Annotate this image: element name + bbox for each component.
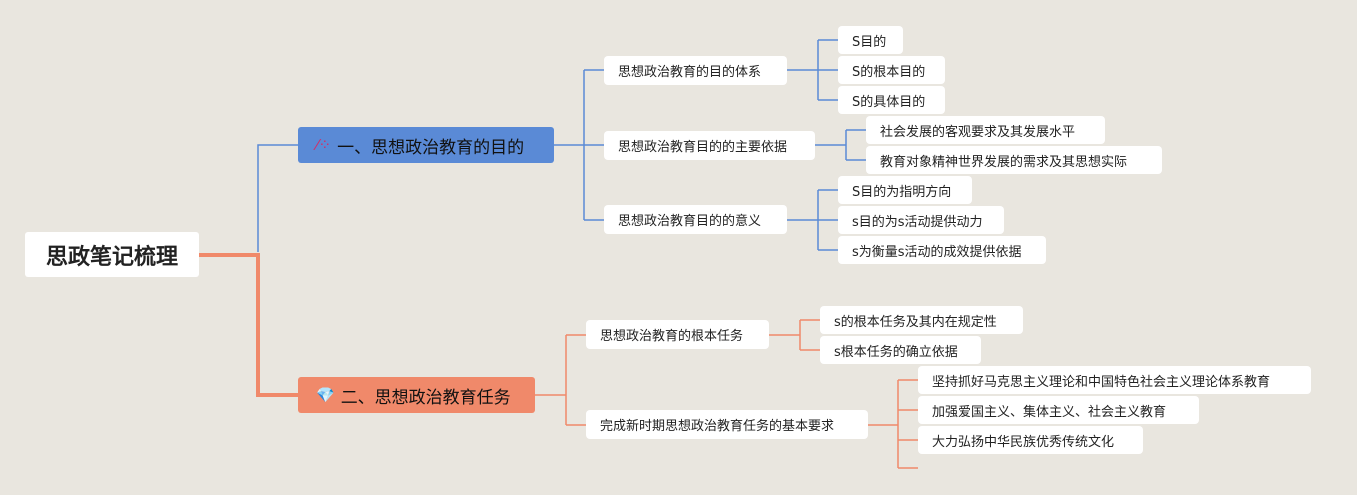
branch-purpose[interactable]: ⁄⁘ 一、思想政治教育的目的 — [298, 127, 554, 163]
leaf-node[interactable]: 坚持抓好马克思主义理论和中国特色社会主义理论体系教育 — [918, 366, 1311, 394]
leaf-node[interactable]: S目的 — [838, 26, 903, 54]
topic-node[interactable]: 思想政治教育的根本任务 — [586, 320, 769, 349]
leaf-node[interactable]: S目的为指明方向 — [838, 176, 972, 204]
diamond-icon: 💎 — [316, 386, 335, 404]
branch-tasks[interactable]: 💎 二、思想政治教育任务 — [298, 377, 535, 413]
topic-node[interactable]: 思想政治教育的目的体系 — [604, 56, 787, 85]
leaf-node[interactable]: S的具体目的 — [838, 86, 945, 114]
leaf-node[interactable]: s根本任务的确立依据 — [820, 336, 981, 364]
topic-node[interactable]: 思想政治教育目的的主要依据 — [604, 131, 815, 160]
topic-node[interactable]: 思想政治教育目的的意义 — [604, 205, 787, 234]
branch-label: 一、思想政治教育的目的 — [337, 137, 525, 158]
branch-label: 二、思想政治教育任务 — [340, 387, 511, 408]
leaf-node[interactable]: 加强爱国主义、集体主义、社会主义教育 — [918, 396, 1199, 424]
leaf-node[interactable]: 教育对象精神世界发展的需求及其思想实际 — [866, 146, 1162, 174]
leaf-node[interactable]: 社会发展的客观要求及其发展水平 — [866, 116, 1105, 144]
leaf-node[interactable]: s目的为s活动提供动力 — [838, 206, 1004, 234]
leaf-node[interactable]: S的根本目的 — [838, 56, 945, 84]
root-node[interactable]: 思政笔记梳理 — [25, 232, 199, 277]
topic-node[interactable]: 完成新时期思想政治教育任务的基本要求 — [586, 410, 868, 439]
leaf-node[interactable]: 大力弘扬中华民族优秀传统文化 — [918, 426, 1143, 454]
leaf-node[interactable]: s的根本任务及其内在规定性 — [820, 306, 1023, 334]
magic-wand-icon: ⁄⁘ — [316, 136, 332, 154]
leaf-node[interactable]: s为衡量s活动的成效提供依据 — [838, 236, 1046, 264]
